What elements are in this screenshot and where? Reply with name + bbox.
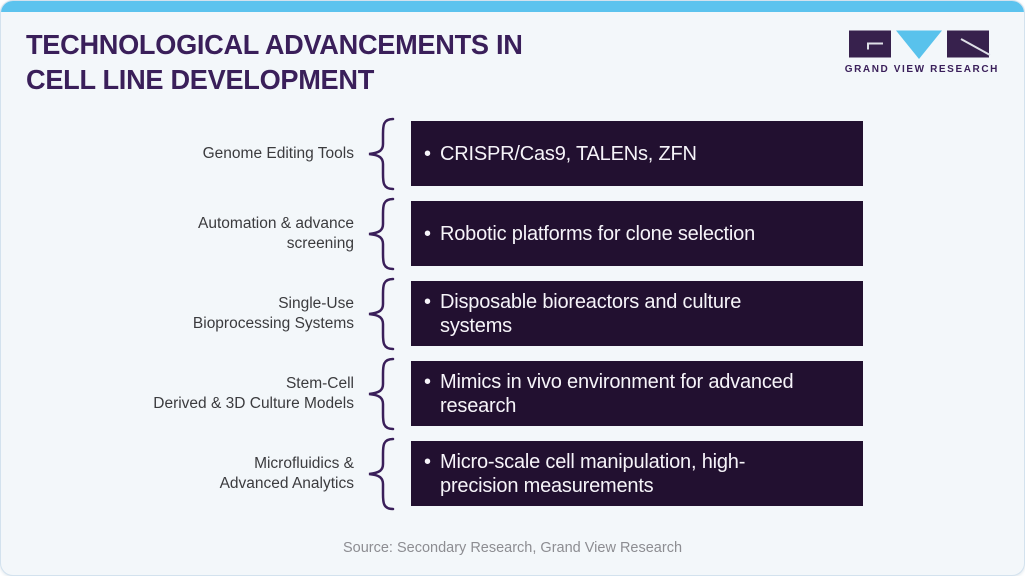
info-box: • Disposable bioreactors and culture sys… [411,281,863,346]
box-text: CRISPR/Cas9, TALENs, ZFN [440,142,697,165]
box-text: Robotic platforms for clone selection [440,222,755,245]
bullet-icon: • [424,450,432,473]
row-label: Microfluidics & Advanced Analytics [219,454,354,492]
brace-icon [368,197,395,270]
brace-icon [368,437,395,510]
accent-topbar [1,1,1024,12]
bullet-icon: • [424,142,432,165]
title-line-1: TECHNOLOGICAL ADVANCEMENTS IN [26,29,523,60]
gvr-logo-marks [849,30,991,59]
box-text: Mimics in vivo environment for advanced … [440,370,794,417]
row-microfluidics-analytics: Microfluidics & Advanced Analytics • Mic… [1,437,863,510]
header: TECHNOLOGICAL ADVANCEMENTS IN CELL LINE D… [26,27,999,97]
brace-icon [368,117,395,190]
row-label: Single-Use Bioprocessing Systems [192,294,354,332]
info-box: • Mimics in vivo environment for advance… [411,361,863,426]
row-label: Stem-Cell Derived & 3D Culture Models [153,374,354,412]
box-text: Disposable bioreactors and culture syste… [440,290,742,337]
gvr-logo: GRAND VIEW RESEARCH [845,29,999,75]
bullet-icon: • [424,290,432,313]
info-box: • Robotic platforms for clone selection [411,201,863,266]
logo-v-triangle [896,30,943,59]
info-box: • CRISPR/Cas9, TALENs, ZFN [411,121,863,186]
title-line-2: CELL LINE DEVELOPMENT [26,64,375,95]
logo-g-block [849,30,892,58]
brace-icon [368,277,395,350]
logo-text: GRAND VIEW RESEARCH [844,64,999,75]
row-label: Genome Editing Tools [202,144,354,162]
row-stem-cell-3d-culture: Stem-Cell Derived & 3D Culture Models • … [1,357,863,430]
row-single-use-bioprocessing: Single-Use Bioprocessing Systems • Dispo… [1,277,863,350]
info-box: • Micro-scale cell manipulation, high- p… [411,441,863,506]
tech-rows: Genome Editing Tools • CRISPR/Cas9, TALE… [1,117,863,510]
brace-icon [368,357,395,430]
box-text: Micro-scale cell manipulation, high- pre… [440,450,746,497]
row-genome-editing: Genome Editing Tools • CRISPR/Cas9, TALE… [1,117,863,190]
row-label: Automation & advance screening [198,214,354,252]
logo-r-block [947,30,991,58]
bullet-icon: • [424,370,432,393]
source-note: Source: Secondary Research, Grand View R… [342,540,683,556]
page-title: TECHNOLOGICAL ADVANCEMENTS IN CELL LINE D… [26,27,523,97]
bullet-icon: • [424,222,432,245]
row-automation-screening: Automation & advance screening • Robotic… [1,197,863,270]
